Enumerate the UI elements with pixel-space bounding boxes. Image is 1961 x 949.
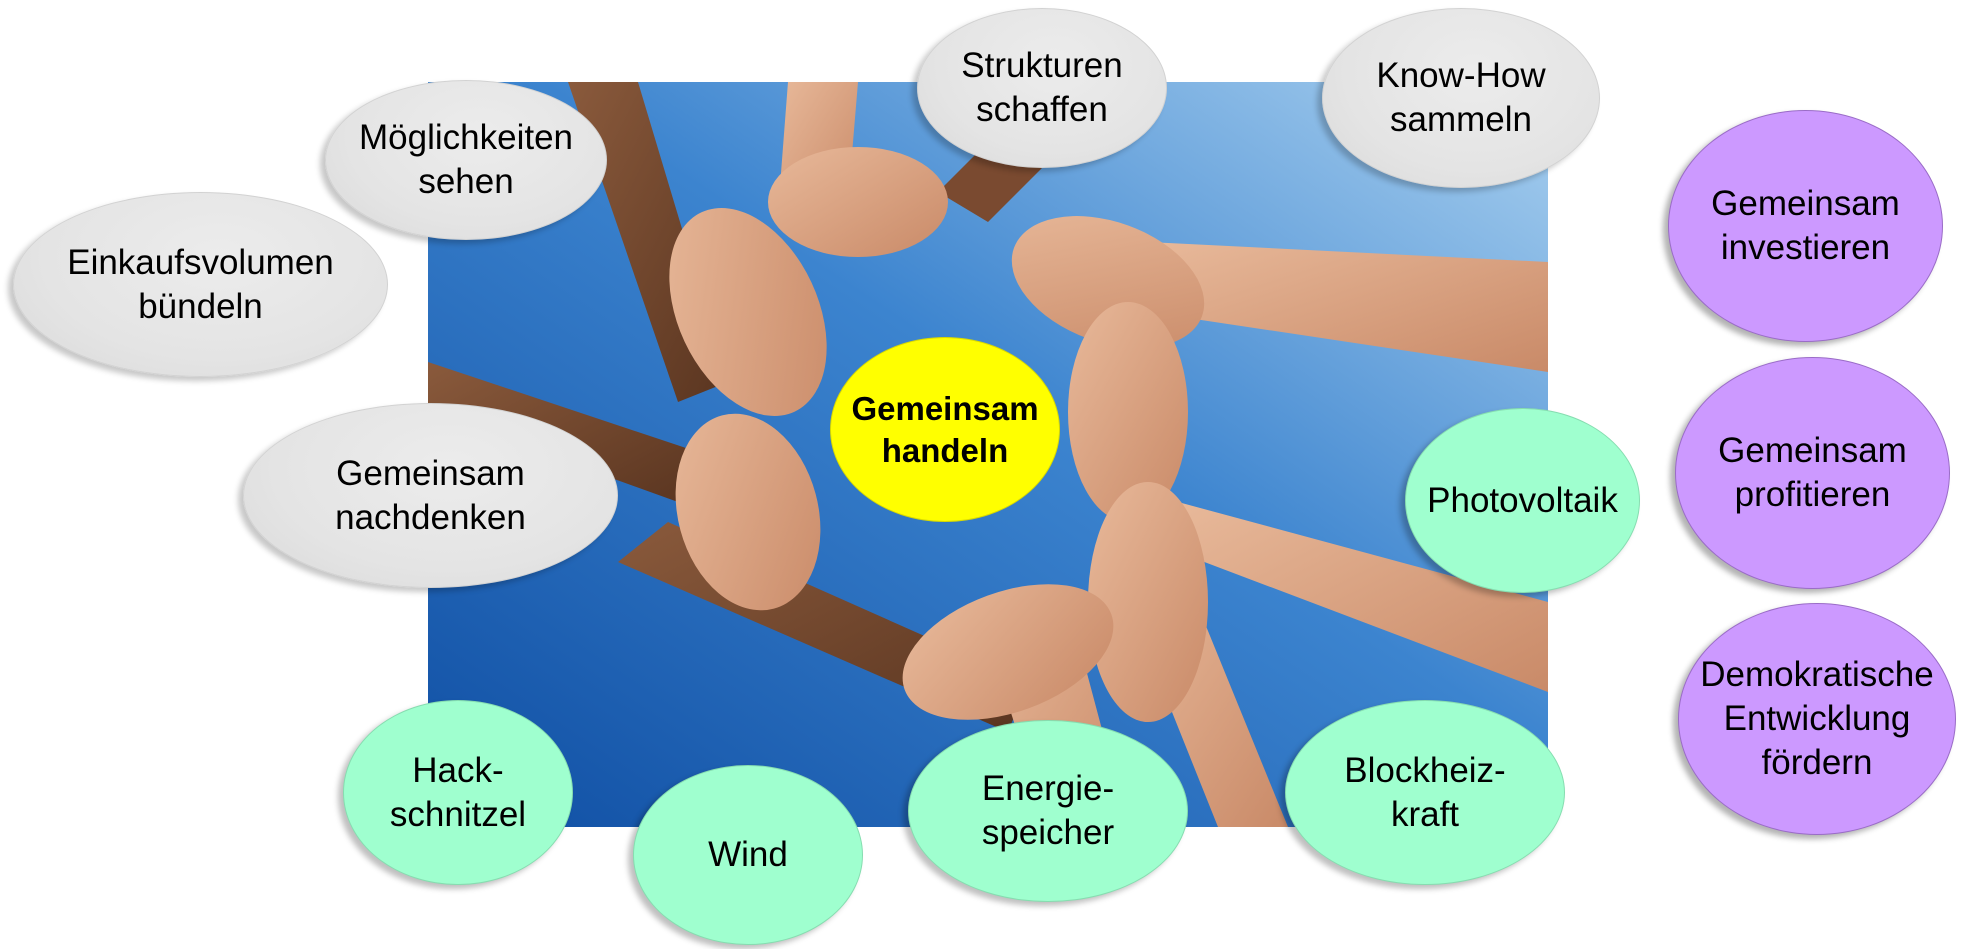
arm-right-upper [1148, 242, 1548, 372]
hand-top-left [669, 208, 827, 416]
bubble-label: Möglichkeiten sehen [359, 118, 573, 201]
linked-hands-photo [428, 82, 1548, 827]
hand-lower-right [1088, 482, 1208, 722]
bubble-label: Strukturen schaffen [961, 46, 1123, 129]
bubble-einkaufsvolumen-buendeln: Einkaufsvolumen bündeln [13, 192, 388, 377]
bubble-label: Hack- schnitzel [389, 750, 527, 834]
bubble-gemeinsam-profitieren: Gemeinsam profitieren [1675, 357, 1950, 589]
center-bubble: Gemeinsam handeln [830, 337, 1060, 522]
hand-bottom [902, 584, 1114, 720]
bubble-label: Wind [708, 835, 788, 875]
arm-right-lower [1178, 502, 1548, 692]
bubble-blockheizkraft: Blockheiz- kraft [1285, 700, 1565, 885]
bubble-strukturen-schaffen: Strukturen schaffen [917, 8, 1167, 168]
bubble-gemeinsam-nachdenken: Gemeinsam nachdenken [243, 403, 618, 588]
bubble-hackschnitzel: Hack- schnitzel [343, 700, 573, 885]
bubble-energiespeicher: Energie- speicher [908, 720, 1188, 902]
bubble-label: Know-How sammeln [1376, 56, 1546, 139]
bubble-label: Einkaufsvolumen bündeln [67, 242, 334, 326]
bubble-moeglichkeiten-sehen: Möglichkeiten sehen [325, 80, 607, 240]
bubble-gemeinsam-investieren: Gemeinsam investieren [1668, 110, 1943, 342]
hand-left [675, 413, 821, 611]
bubble-demokratische-entwicklung-foerdern: Demokratische Entwicklung fördern [1678, 603, 1956, 835]
bubble-label: Gemeinsam investieren [1711, 184, 1900, 267]
bubble-label: Blockheiz- kraft [1344, 750, 1506, 834]
bubble-wind: Wind [633, 765, 863, 945]
center-bubble-label: Gemeinsam handeln [851, 390, 1039, 469]
bubble-know-how-sammeln: Know-How sammeln [1322, 8, 1600, 188]
bubble-label: Gemeinsam nachdenken [335, 453, 526, 537]
bubble-label: Photovoltaik [1427, 480, 1618, 520]
bubble-label: Energie- speicher [981, 769, 1115, 852]
bubble-label: Demokratische Entwicklung fördern [1700, 655, 1934, 782]
bubble-label: Gemeinsam profitieren [1718, 431, 1907, 514]
hand-right [1068, 302, 1188, 522]
hand-top [768, 147, 948, 257]
bubble-photovoltaik: Photovoltaik [1405, 408, 1640, 593]
